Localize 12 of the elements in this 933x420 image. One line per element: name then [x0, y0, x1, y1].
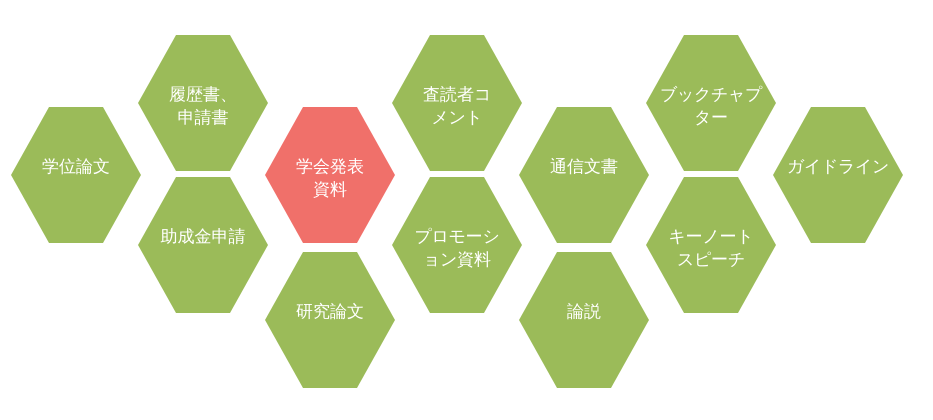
hexagon-label: 通信文書	[549, 156, 619, 178]
hexagon-label: 査読者コメント	[422, 84, 492, 130]
hexagon-label: 学位論文	[41, 156, 111, 178]
hexagon-label: ガイドライン	[786, 156, 890, 178]
hexagon-label: 履歴書、申請書	[168, 84, 238, 130]
hexagon-label: プロモーション資料	[414, 226, 500, 272]
hexagon-label: 研究論文	[295, 300, 365, 324]
hexagon-label: 学会発表資料	[295, 156, 365, 202]
hexagon-label: 助成金申請	[160, 226, 246, 248]
hexagon-label: ブックチャプター	[659, 84, 764, 130]
hexagon-label: 論説	[566, 300, 602, 324]
hexagon-label: キーノートスピーチ	[668, 226, 754, 272]
